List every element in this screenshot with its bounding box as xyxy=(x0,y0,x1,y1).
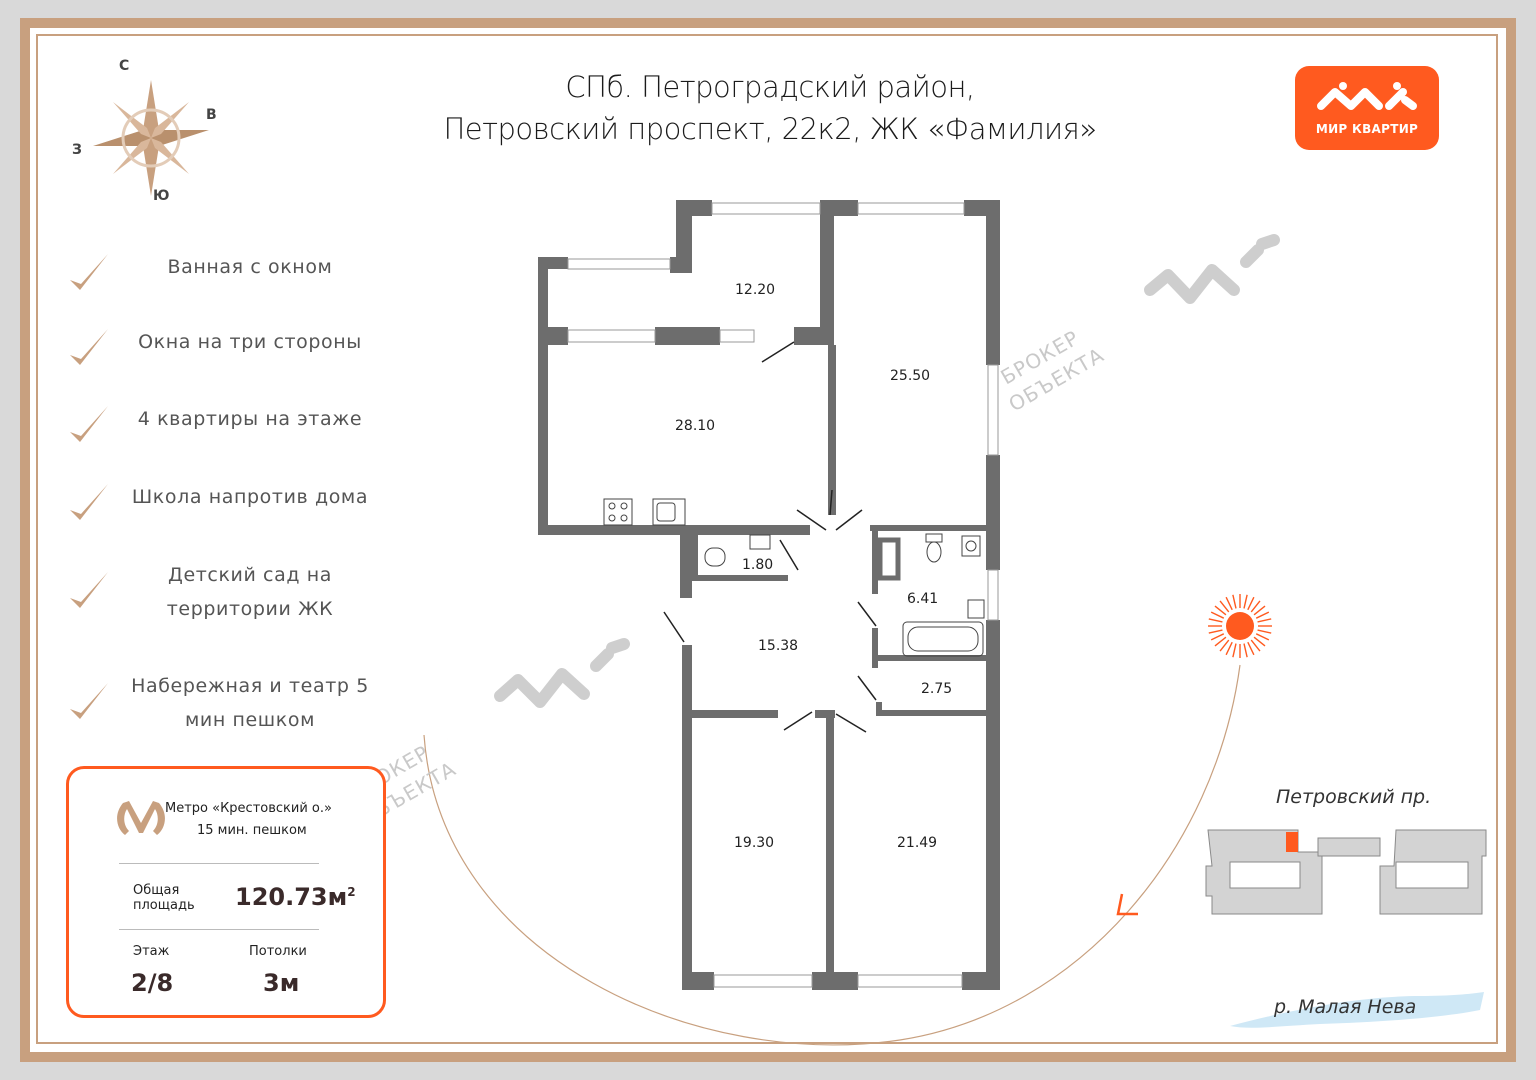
watermark-logo-icon xyxy=(494,234,1280,708)
room-areas: 12.20 28.10 25.50 1.80 6.41 15.38 2.75 1… xyxy=(675,282,952,851)
moon-icon xyxy=(424,718,448,757)
page-title: СПб. Петроградский район, Петровский про… xyxy=(380,66,1160,150)
sun-ray xyxy=(1232,643,1237,658)
ceiling-label: Потолки xyxy=(249,944,307,959)
apartment-marker xyxy=(1286,832,1298,852)
sun-ray xyxy=(1247,641,1255,656)
sun-path-arc xyxy=(423,664,1241,1046)
room-area-4: 1.80 xyxy=(742,557,773,573)
compass-east: В xyxy=(206,107,217,123)
area-label-2: площадь xyxy=(133,898,195,913)
brand-logo: МИР КВАРТИР xyxy=(1295,66,1439,150)
area-label-1: Общая xyxy=(133,883,180,898)
walls xyxy=(538,200,1000,990)
windows xyxy=(567,202,999,988)
metro-icon xyxy=(117,801,165,835)
sun-ray xyxy=(1250,639,1261,652)
info-box: Метро «Крестовский о.» 15 мин. пешком Об… xyxy=(66,766,386,1018)
inner-frame xyxy=(36,34,1498,1044)
sun-ray xyxy=(1243,643,1248,658)
feature-item: Детский сад на территории ЖК xyxy=(64,558,404,628)
sun-icon xyxy=(1208,594,1272,658)
area-value: 120.73м2 xyxy=(235,883,356,911)
sun-ray xyxy=(1219,600,1230,613)
sun-ray xyxy=(1225,596,1233,611)
room-area-5: 6.41 xyxy=(907,591,938,607)
room-area-3: 25.50 xyxy=(890,368,930,384)
sun-ray xyxy=(1255,633,1270,641)
room-area-8: 19.30 xyxy=(734,835,774,851)
sun-ray xyxy=(1255,611,1270,619)
room-area-7: 2.75 xyxy=(921,681,952,697)
mir-kvartir-logo-icon xyxy=(1317,82,1417,110)
room-area-2: 28.10 xyxy=(675,418,715,434)
info-divider-1 xyxy=(119,863,319,864)
feature-text: Набережная и театр 5 мин пешком xyxy=(131,675,369,731)
metro-walk-time: 15 мин. пешком xyxy=(197,823,307,838)
feature-item: 4 квартиры на этаже xyxy=(64,402,404,442)
street-label: Петровский пр. xyxy=(1276,786,1432,808)
compass-rose-icon xyxy=(93,80,209,196)
river-shape xyxy=(1230,992,1484,1028)
metro-station: Метро «Крестовский о.» xyxy=(165,801,332,816)
sun-ray xyxy=(1257,618,1272,623)
sun-ray xyxy=(1208,629,1223,634)
feature-text: Детский сад на территории ЖК xyxy=(166,564,334,620)
sun-ray xyxy=(1225,641,1233,656)
logo-text: МИР КВАРТИР xyxy=(1315,122,1419,136)
sun-ray xyxy=(1210,633,1225,641)
sun-ray xyxy=(1214,605,1227,616)
sun-ray xyxy=(1250,600,1261,613)
room-area-9: 21.49 xyxy=(897,835,937,851)
sun-ray xyxy=(1247,596,1255,611)
location-map xyxy=(1205,829,1487,915)
feature-text: 4 квартиры на этаже xyxy=(137,408,363,430)
sun-path-arrow-icon xyxy=(1116,893,1138,916)
sun-ray xyxy=(1208,618,1223,623)
feature-item: Окна на три стороны xyxy=(64,325,404,365)
feature-text: Ванная с окном xyxy=(167,256,333,278)
sun-ray xyxy=(1210,611,1225,619)
sun-ray xyxy=(1214,636,1227,647)
sun-ray xyxy=(1253,636,1266,647)
sun-ray xyxy=(1253,605,1266,616)
room-area-6: 15.38 xyxy=(758,638,798,654)
compass-south: Ю xyxy=(153,188,170,204)
ceiling-value: 3м xyxy=(263,969,300,997)
room-area-1: 12.20 xyxy=(735,282,775,298)
feature-item: Ванная с окном xyxy=(64,250,404,290)
doors xyxy=(663,341,877,733)
feature-item: Набережная и театр 5 мин пешком xyxy=(64,669,404,739)
compass-north: С xyxy=(119,58,130,74)
floor-value: 2/8 xyxy=(131,969,174,997)
sun-ray xyxy=(1257,629,1272,634)
feature-item: Школа напротив дома xyxy=(64,480,404,520)
compass-west: З xyxy=(72,142,82,158)
info-divider-2 xyxy=(119,929,319,930)
sun-ray xyxy=(1219,639,1230,652)
sun-ray xyxy=(1232,594,1237,609)
floor-label: Этаж xyxy=(133,944,170,959)
fixtures xyxy=(603,498,985,657)
sun-ray xyxy=(1243,594,1248,609)
feature-text: Окна на три стороны xyxy=(138,331,362,353)
river-label: р. Малая Нева xyxy=(1274,996,1417,1018)
title-line-1: СПб. Петроградский район, xyxy=(565,70,975,104)
area-unit-sup: 2 xyxy=(347,885,356,899)
feature-text: Школа напротив дома xyxy=(131,486,369,508)
title-line-2: Петровский проспект, 22к2, ЖК «Фамилия» xyxy=(443,112,1097,146)
